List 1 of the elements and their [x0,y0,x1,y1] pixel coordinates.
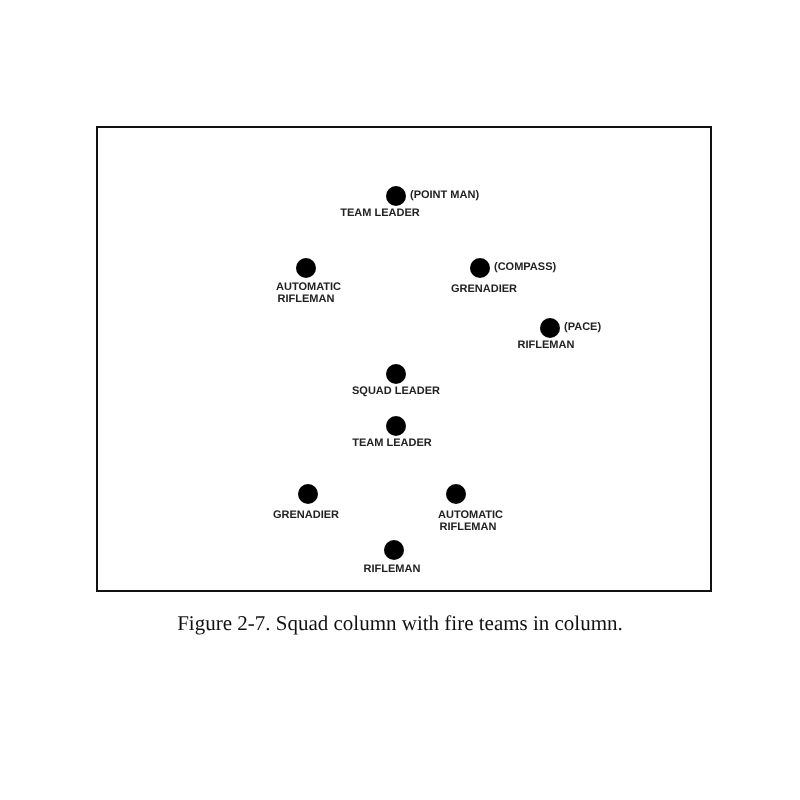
figure-caption: Figure 2-7. Squad column with fire teams in column. [175,614,625,636]
